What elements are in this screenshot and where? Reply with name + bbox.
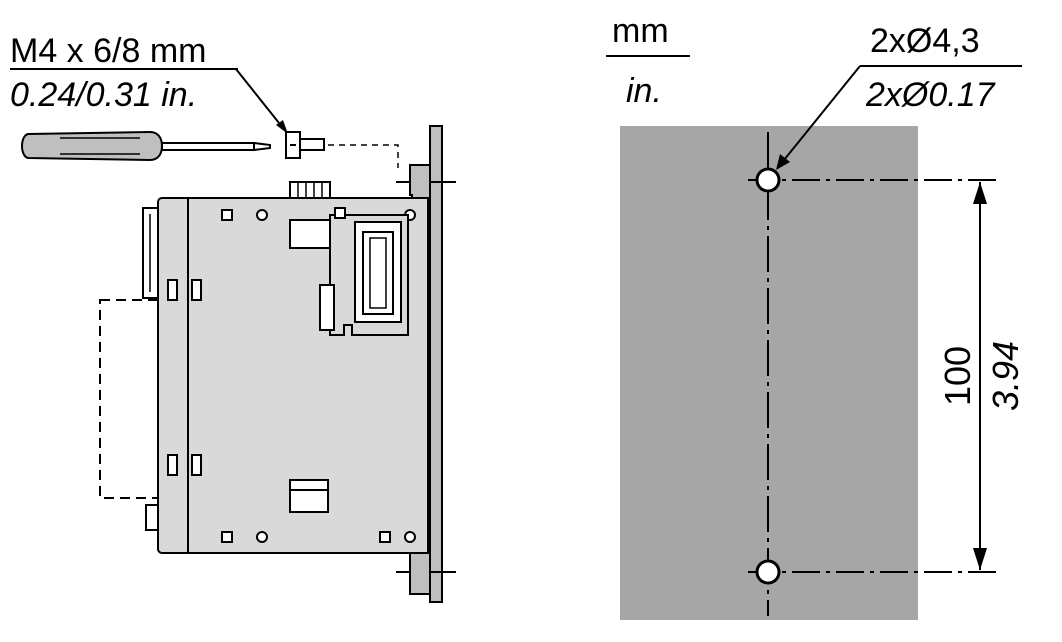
mounting-hole-bottom bbox=[755, 559, 781, 585]
body-hole bbox=[256, 209, 268, 221]
hole-leader-arrowhead bbox=[776, 154, 790, 170]
front-slot bbox=[167, 454, 178, 476]
dimension-arrow-bottom bbox=[973, 548, 987, 570]
screw-path-dashed bbox=[328, 144, 399, 168]
body-square bbox=[221, 531, 233, 543]
internal-block-bottom bbox=[289, 479, 329, 513]
module-front bbox=[157, 197, 191, 554]
rail-foot bbox=[409, 547, 431, 595]
unit-legend-metric: mm bbox=[612, 12, 669, 50]
dimension-arrow-top bbox=[973, 182, 987, 204]
screw-icon bbox=[285, 131, 325, 159]
unit-legend-imperial: in. bbox=[626, 72, 662, 110]
body-hole bbox=[256, 531, 268, 543]
body-square bbox=[221, 209, 233, 221]
screw-size-imperial: 0.24/0.31 in. bbox=[10, 76, 197, 114]
body-hole bbox=[404, 531, 416, 543]
screw-leader-line bbox=[235, 68, 284, 129]
screwdriver-icon bbox=[21, 130, 271, 162]
front-slot bbox=[191, 454, 202, 476]
hole-diameter-metric: 2xØ4,3 bbox=[870, 22, 980, 60]
front-slot bbox=[191, 279, 202, 301]
hole-spacing-imperial: 3.94 bbox=[985, 341, 1026, 411]
mounting-hole-top bbox=[755, 167, 781, 193]
optional-module-outline bbox=[99, 299, 161, 499]
screw-size-metric: M4 x 6/8 mm bbox=[10, 32, 206, 70]
hole-diameter-imperial: 2xØ0.17 bbox=[865, 76, 996, 114]
internal-slot bbox=[319, 284, 335, 331]
connector-tab bbox=[334, 207, 346, 219]
body-square bbox=[379, 531, 391, 543]
mounting-panel bbox=[429, 125, 443, 603]
front-slot bbox=[167, 279, 178, 301]
front-connector-bottom bbox=[145, 504, 159, 531]
screw-leader-arrowhead bbox=[276, 120, 288, 134]
hole-spacing-metric: 100 bbox=[937, 346, 978, 406]
hole-leader-line bbox=[783, 65, 861, 161]
internal-block bbox=[289, 219, 331, 249]
top-connector bbox=[289, 181, 331, 199]
